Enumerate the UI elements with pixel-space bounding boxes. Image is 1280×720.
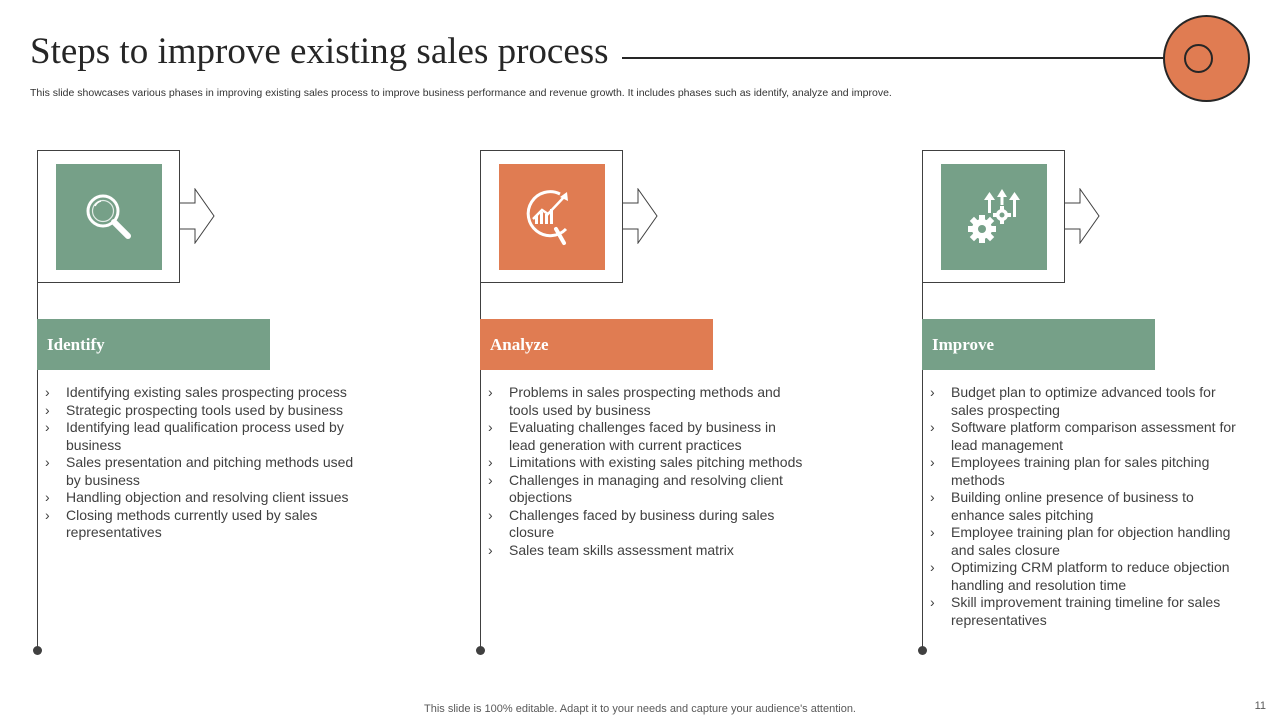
list-item: Identifying existing sales prospecting p… bbox=[45, 384, 363, 402]
arrow-right-icon bbox=[179, 188, 215, 244]
phase-label-identify: Identify bbox=[37, 319, 270, 370]
list-item: Building online presence of business to … bbox=[930, 489, 1248, 524]
list-item: Challenges faced by business during sale… bbox=[488, 507, 806, 542]
list-item: Employees training plan for sales pitchi… bbox=[930, 454, 1248, 489]
bullet-list-improve: Budget plan to optimize advanced tools f… bbox=[930, 384, 1248, 629]
list-item: Identifying lead qualification process u… bbox=[45, 419, 363, 454]
phase-label-improve: Improve bbox=[922, 319, 1155, 370]
timeline-line bbox=[37, 282, 38, 650]
timeline-line bbox=[922, 282, 923, 650]
list-item: Employee training plan for objection han… bbox=[930, 524, 1248, 559]
icon-tile bbox=[941, 164, 1047, 270]
list-item: Problems in sales prospecting methods an… bbox=[488, 384, 806, 419]
footer-note: This slide is 100% editable. Adapt it to… bbox=[424, 703, 856, 715]
list-item: Challenges in managing and resolving cli… bbox=[488, 472, 806, 507]
list-item: Sales presentation and pitching methods … bbox=[45, 454, 363, 489]
timeline-dot bbox=[918, 646, 927, 655]
magnifier-icon bbox=[86, 194, 131, 239]
phase-label-analyze: Analyze bbox=[480, 319, 713, 370]
phase-column-identify: Identify Identifying existing sales pros… bbox=[33, 150, 367, 655]
timeline-line bbox=[480, 282, 481, 650]
phase-column-analyze: Analyze Problems in sales prospecting me… bbox=[476, 150, 810, 655]
list-item: Limitations with existing sales pitching… bbox=[488, 454, 806, 472]
list-item: Strategic prospecting tools used by busi… bbox=[45, 402, 363, 420]
icon-frame bbox=[37, 150, 180, 283]
list-item: Closing methods currently used by sales … bbox=[45, 507, 363, 542]
arrow-right-icon bbox=[1064, 188, 1100, 244]
bullet-list-identify: Identifying existing sales prospecting p… bbox=[45, 384, 363, 542]
list-item: Sales team skills assessment matrix bbox=[488, 542, 806, 560]
timeline-dot bbox=[33, 646, 42, 655]
slide-title: Steps to improve existing sales process bbox=[30, 31, 609, 72]
timeline-dot bbox=[476, 646, 485, 655]
list-item: Skill improvement training timeline for … bbox=[930, 594, 1248, 629]
list-item: Evaluating challenges faced by business … bbox=[488, 419, 806, 454]
icon-tile bbox=[56, 164, 162, 270]
phase-column-improve: Improve Budget plan to optimize advanced… bbox=[918, 150, 1252, 655]
decorative-inner-circle bbox=[1184, 44, 1213, 73]
list-item: Handling objection and resolving client … bbox=[45, 489, 363, 507]
icon-frame bbox=[480, 150, 623, 283]
arrow-right-icon bbox=[622, 188, 658, 244]
gears-improvement-icon bbox=[968, 189, 1020, 243]
page-number: 11 bbox=[1254, 700, 1266, 712]
icon-tile bbox=[499, 164, 605, 270]
list-item: Budget plan to optimize advanced tools f… bbox=[930, 384, 1248, 419]
title-underline bbox=[622, 57, 1184, 59]
list-item: Optimizing CRM platform to reduce object… bbox=[930, 559, 1248, 594]
list-item: Software platform comparison assessment … bbox=[930, 419, 1248, 454]
decorative-circle bbox=[1163, 15, 1250, 102]
bullet-list-analyze: Problems in sales prospecting methods an… bbox=[488, 384, 806, 559]
slide-subtitle: This slide showcases various phases in i… bbox=[30, 87, 892, 99]
icon-frame bbox=[922, 150, 1065, 283]
growth-analysis-icon bbox=[526, 190, 568, 245]
